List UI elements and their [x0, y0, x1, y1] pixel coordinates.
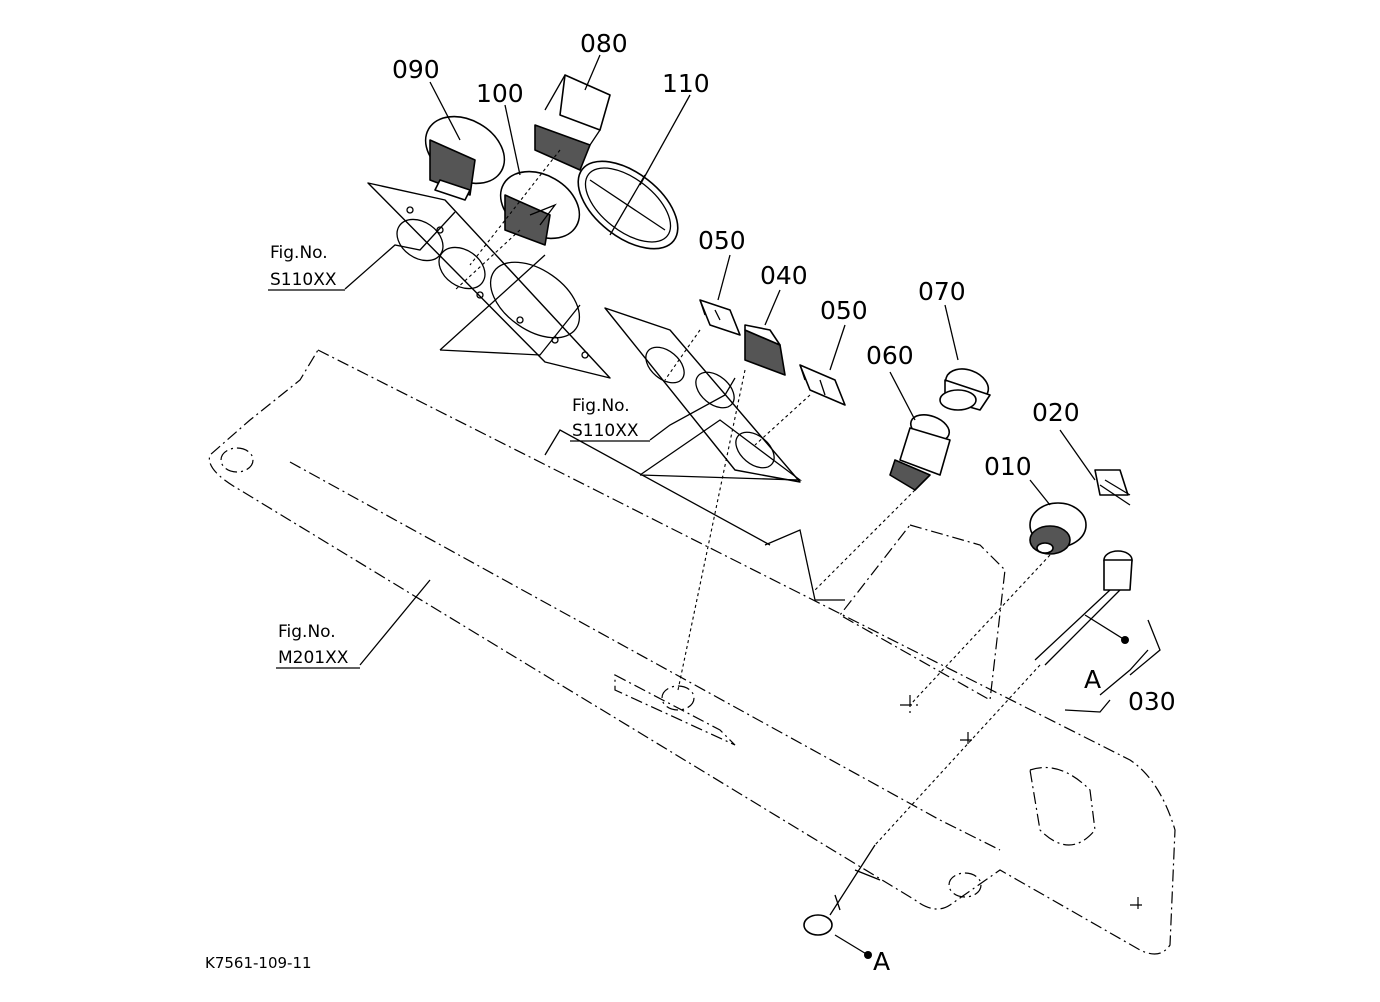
part-label-100: 100: [476, 79, 524, 108]
part-label-050-upper: 050: [698, 226, 746, 255]
switch-040: [744, 324, 786, 376]
figure-ref-number: M201XX: [278, 648, 349, 668]
part-label-040: 040: [760, 261, 808, 290]
part-label-110: 110: [662, 69, 710, 98]
figure-ref-label: Fig.No.: [572, 396, 630, 416]
gasket-lower: [604, 307, 801, 483]
part-label-060: 060: [866, 341, 914, 370]
figure-ref-m201xx: Fig.No. M201XX: [276, 622, 360, 669]
figure-ref-number: S110XX: [270, 270, 337, 290]
figure-ref-s110xx-lower: Fig.No. S110XX: [570, 396, 650, 442]
figure-ref-label: Fig.No.: [278, 622, 336, 642]
view-marker-a-lower: A: [873, 947, 890, 976]
part-label-070: 070: [918, 277, 966, 306]
figure-ref-number: S110XX: [572, 421, 639, 441]
leader-lines: [344, 54, 1161, 959]
switch-080: [534, 74, 611, 171]
key-switch-010: [1029, 502, 1087, 555]
key-020: [1094, 469, 1131, 506]
switch-050-lower: [799, 364, 846, 406]
cable-030: [803, 550, 1133, 936]
meter-090: [424, 115, 506, 201]
switch-050-upper: [699, 299, 741, 336]
cover-110: [577, 160, 679, 250]
figure-ref-label: Fig.No.: [270, 243, 328, 263]
socket-060: [889, 414, 951, 491]
part-label-030: 030: [1128, 687, 1176, 716]
part-label-050-lower: 050: [820, 296, 868, 325]
view-marker-a-upper: A: [1084, 665, 1101, 694]
part-label-090: 090: [392, 55, 440, 84]
socket-070: [939, 368, 991, 411]
figure-ref-s110xx-upper: Fig.No. S110XX: [268, 243, 345, 291]
panel-body-outline: [208, 349, 1176, 955]
dotted-projection-lines: [454, 149, 1051, 846]
part-label-080: 080: [580, 29, 628, 58]
part-label-010: 010: [984, 452, 1032, 481]
part-label-020: 020: [1032, 398, 1080, 427]
meter-100: [499, 170, 581, 246]
drawing-id: K7561-109-11: [205, 954, 312, 972]
